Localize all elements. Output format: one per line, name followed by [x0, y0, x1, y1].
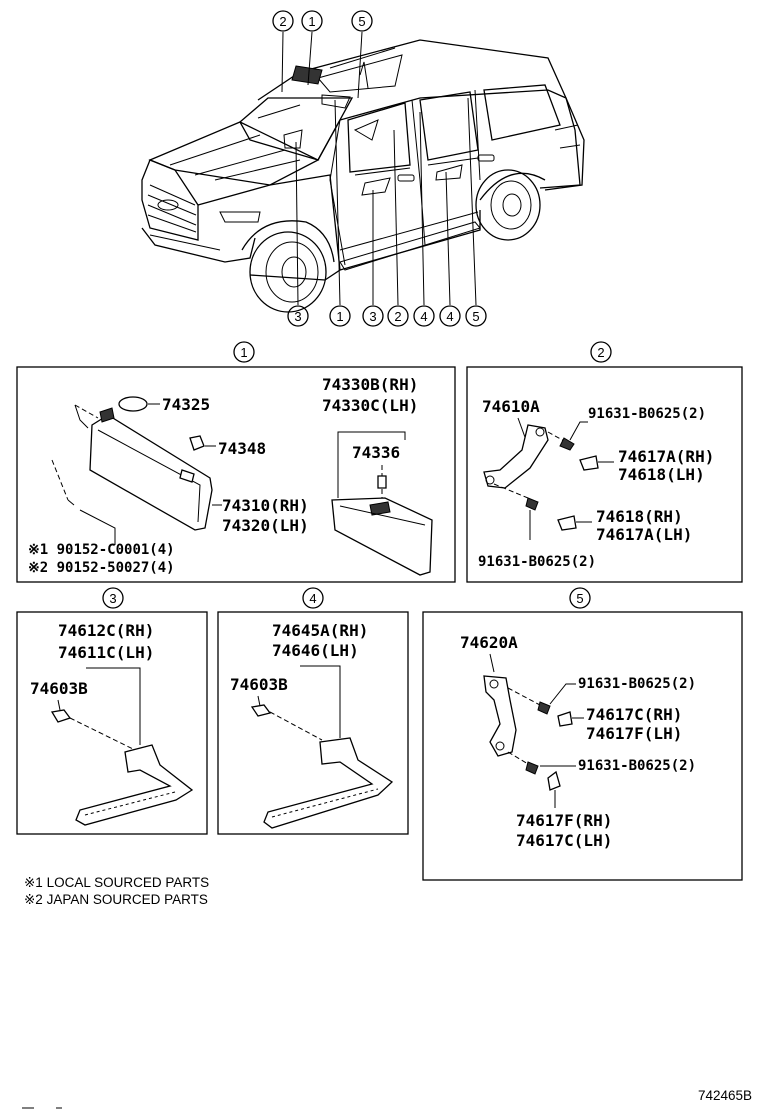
section-2-callout [590, 341, 612, 363]
bolt-japan: ※2 90152-50027(4) [28, 560, 175, 576]
sun-visor-illustration [89, 407, 213, 531]
part-74611c: 74611C(LH) [58, 643, 154, 662]
section-5: 5 74620A 91631-B0625(2) 74617C(RH) 74617… [422, 587, 743, 881]
section-1: 1 74325 74348 74310(RH) 74320(LH) ※1 901… [16, 341, 456, 583]
section-4: 4 74645A(RH) 74646(LH) 74603B [217, 587, 409, 835]
section-1-frame [16, 366, 456, 583]
section-4-frame [217, 611, 409, 835]
part-74610a: 74610A [482, 397, 540, 416]
part-74612c: 74612C(RH) [58, 621, 154, 640]
svg-text:1: 1 [308, 14, 315, 29]
part-74618-lh: 74618(LH) [618, 465, 705, 484]
section-5-frame [422, 611, 743, 881]
part-74603b: 74603B [30, 679, 88, 698]
grip-handle-74610a [483, 424, 549, 489]
vehicle-illustration [141, 39, 585, 313]
part-74620a: 74620A [460, 633, 518, 652]
cap-74325-icon [118, 396, 148, 412]
section-3-callout [102, 587, 124, 609]
section-5-number: 5 [576, 591, 583, 606]
top-callout-leaders [281, 31, 477, 306]
svg-text:4: 4 [420, 309, 427, 324]
pillar-garnish-3 [75, 744, 194, 826]
screw-top-icon [559, 437, 575, 451]
section-2-frame [466, 366, 743, 583]
section-2: 2 74610A 91631-B0625(2) 74617A(RH) 74618… [466, 341, 743, 583]
part-74617a-lh: 74617A(LH) [596, 525, 692, 544]
svg-text:5: 5 [472, 309, 479, 324]
svg-text:3: 3 [369, 309, 376, 324]
part-74325: 74325 [162, 395, 210, 414]
section-3-frame [16, 611, 208, 835]
callout-bottom-3b: 3 [362, 305, 384, 327]
section-4-number: 4 [309, 591, 316, 606]
callout-bottom-5: 5 [465, 305, 487, 327]
callout-bottom-1: 1 [329, 305, 351, 327]
callout-top-2: 2 [272, 10, 294, 32]
part-74618-rh: 74618(RH) [596, 507, 683, 526]
screw-top: 91631-B0625(2) [588, 406, 706, 422]
screw-bottom-5: 91631-B0625(2) [578, 758, 696, 774]
callout-top-1: 1 [301, 10, 323, 32]
part-74603b-4: 74603B [230, 675, 288, 694]
part-74336: 74336 [352, 443, 400, 462]
clip-74603b-4-icon [250, 704, 272, 717]
part-74646: 74646(LH) [272, 641, 359, 660]
svg-text:2: 2 [394, 309, 401, 324]
part-74645a: 74645A(RH) [272, 621, 368, 640]
part-74330b: 74330B(RH) [322, 375, 418, 394]
section-3: 3 74612C(RH) 74611C(LH) 74603B [16, 587, 208, 835]
svg-text:3: 3 [294, 309, 301, 324]
cap-74617f-icon [547, 770, 561, 791]
callout-bottom-2: 2 [387, 305, 409, 327]
part-74320: 74320(LH) [222, 516, 309, 535]
part-74348: 74348 [218, 439, 266, 458]
part-74617c-rh: 74617C(RH) [586, 705, 682, 724]
cap-74618-icon [557, 515, 577, 531]
section-3-number: 3 [109, 591, 116, 606]
part-74617a-rh: 74617A(RH) [618, 447, 714, 466]
screw-top-5: 91631-B0625(2) [578, 676, 696, 692]
section-2-number: 2 [597, 345, 604, 360]
part-74617f-rh: 74617F(RH) [516, 811, 612, 830]
callout-bottom-4a: 4 [413, 305, 435, 327]
part-74310: 74310(RH) [222, 496, 309, 515]
cap-74617c-icon [557, 711, 573, 727]
callout-top-5: 5 [351, 10, 373, 32]
grip-handle-74620a [483, 675, 517, 757]
svg-text:5: 5 [358, 14, 365, 29]
note-local: ※1 LOCAL SOURCED PARTS [24, 875, 209, 890]
part-74617c-lh: 74617C(LH) [516, 831, 612, 850]
section-5-callout [569, 587, 591, 609]
clip-74348-icon [189, 435, 205, 451]
cap-74617a-icon [579, 455, 599, 471]
bolt-local: ※1 90152-C0001(4) [28, 542, 175, 558]
callout-bottom-4b: 4 [439, 305, 461, 327]
figure-id: 742465B [698, 1088, 752, 1103]
svg-text:4: 4 [446, 309, 453, 324]
section-1-number: 1 [240, 345, 247, 360]
screw-bottom-5-icon [525, 761, 539, 775]
screw-bottom-icon [525, 497, 539, 511]
svg-text:2: 2 [279, 14, 286, 29]
part-74617f-lh: 74617F(LH) [586, 724, 682, 743]
pillar-garnish-4 [263, 737, 394, 829]
section-4-callout [302, 587, 324, 609]
note-japan: ※2 JAPAN SOURCED PARTS [24, 892, 208, 907]
rh-visor-illustration [331, 475, 433, 576]
section-1-callout [233, 341, 255, 363]
callout-bottom-3a: 3 [287, 305, 309, 327]
screw-top-5-icon [537, 701, 551, 715]
clip-74603b-icon [50, 709, 72, 723]
part-74330c: 74330C(LH) [322, 396, 418, 415]
screw-bottom: 91631-B0625(2) [478, 554, 596, 570]
svg-text:1: 1 [336, 309, 343, 324]
